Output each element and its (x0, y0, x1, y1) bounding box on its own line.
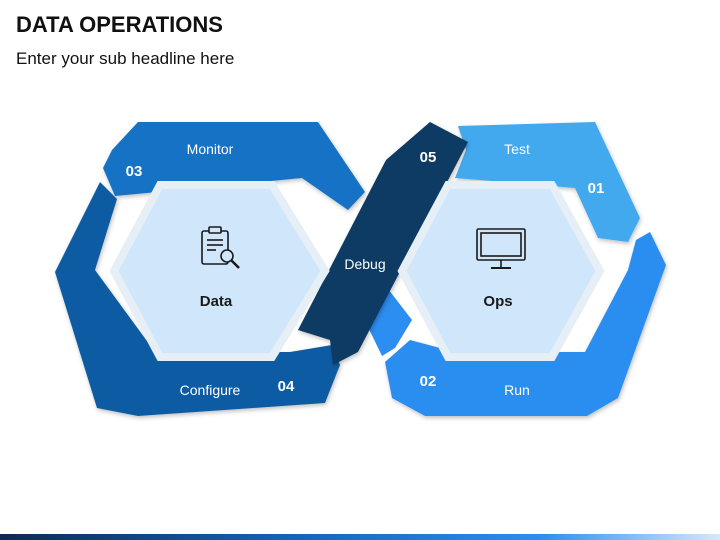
segment-number-05: 05 (420, 149, 437, 166)
left-center-label: Data (200, 293, 233, 310)
segment-number-01: 01 (588, 180, 605, 197)
segment-number-04: 04 (278, 378, 295, 395)
left-hexagon (109, 181, 330, 361)
monitor-icon (476, 228, 526, 269)
page-title: DATA OPERATIONS (16, 12, 223, 37)
right-hexagon (397, 181, 605, 361)
segment-label-run: Run (504, 382, 530, 398)
segment-label-test: Test (504, 141, 530, 157)
clipboard-search-icon (201, 226, 240, 269)
segment-label-debug: Debug (344, 256, 385, 272)
segment-number-03: 03 (126, 163, 143, 180)
segment-label-monitor: Monitor (187, 141, 234, 157)
footer-accent-bar (0, 534, 720, 540)
right-center-label: Ops (483, 293, 512, 310)
segment-debug (298, 122, 468, 365)
segment-label-configure: Configure (180, 382, 241, 398)
segment-number-02: 02 (420, 373, 437, 390)
page-subtitle: Enter your sub headline here (16, 49, 235, 68)
segment-run (385, 232, 666, 416)
